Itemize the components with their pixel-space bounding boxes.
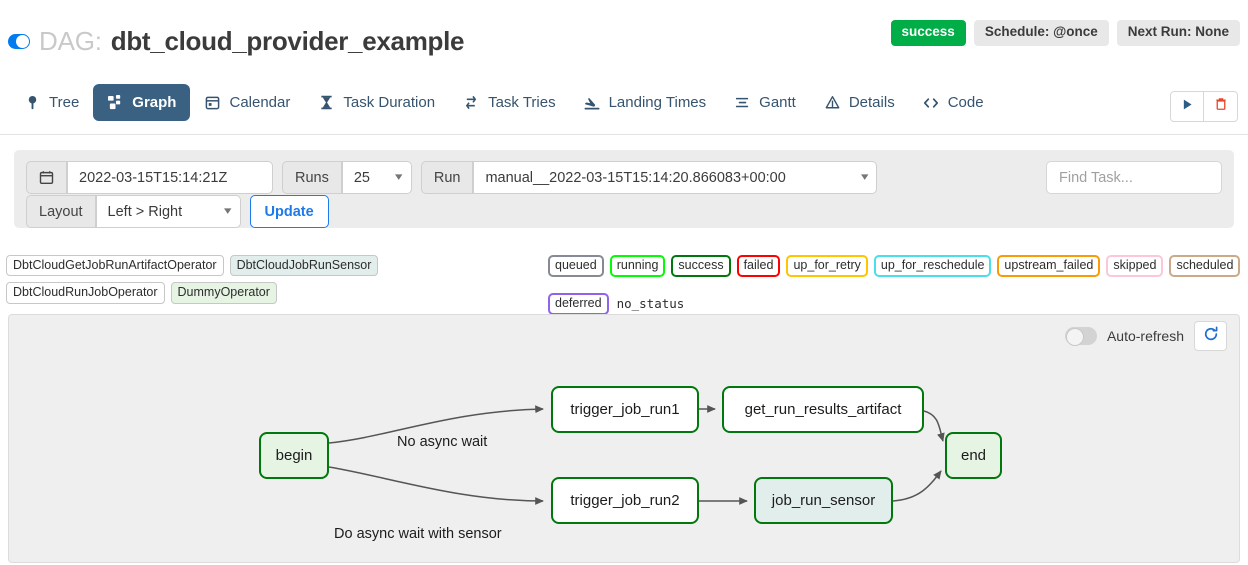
run-select-value: manual__2022-03-15T15:14:20.866083+00:00 — [485, 169, 786, 186]
toolbar-row-layout: Layout Left > Right ▾ Update — [26, 195, 329, 228]
run-select[interactable]: manual__2022-03-15T15:14:20.866083+00:00… — [473, 161, 878, 194]
dag-label: DAG: — [39, 26, 102, 56]
dag-filter-toolbar: 2022-03-15T15:14:21Z Runs 25 ▾ Run manua… — [14, 150, 1234, 228]
status-legend-pill[interactable]: queued — [548, 255, 604, 277]
tab-gantt[interactable]: Gantt — [720, 84, 810, 121]
refresh-button[interactable] — [1194, 321, 1227, 351]
status-legend-pill[interactable]: up_for_reschedule — [873, 255, 992, 277]
dag-name: dbt_cloud_provider_example — [110, 26, 465, 56]
dag-node-get_run_results_artifact[interactable]: get_run_results_artifact — [722, 386, 924, 433]
tab-label: Code — [947, 94, 984, 111]
status-legend-pill[interactable]: upstream_failed — [997, 255, 1101, 277]
tab-label: Tree — [49, 94, 80, 111]
dag-graph-panel: Auto-refresh begin trigger_job_run1 get_ru… — [8, 314, 1240, 563]
dag-tabs: Tree Graph Calendar Task Duration Task T — [10, 84, 998, 121]
operator-legend-pill[interactable]: DbtCloudGetJobRunArtifactOperator — [6, 255, 224, 277]
layout-select[interactable]: Left > Right ▾ — [95, 195, 241, 228]
gantt-icon — [734, 94, 751, 111]
play-icon — [1181, 98, 1194, 116]
runs-group: Runs 25 ▾ — [282, 161, 412, 194]
find-task-input[interactable]: Find Task... — [1046, 161, 1222, 194]
dag-edges — [328, 405, 945, 505]
tree-icon — [24, 94, 41, 111]
chevron-down-icon: ▾ — [224, 205, 232, 217]
operator-legend-pill[interactable]: DummyOperator — [170, 282, 277, 304]
auto-refresh-label: Auto-refresh — [1106, 328, 1184, 344]
tab-code[interactable]: Code — [909, 84, 998, 121]
layout-label: Layout — [26, 195, 96, 228]
tab-label: Task Tries — [488, 94, 556, 111]
dag-node-job_run_sensor[interactable]: job_run_sensor — [754, 477, 893, 524]
status-badge: success — [890, 20, 966, 46]
toolbar-row-primary: 2022-03-15T15:14:21Z Runs 25 ▾ Run manua… — [26, 161, 878, 194]
status-legend-pill[interactable]: failed — [736, 255, 781, 277]
calendar-icon[interactable] — [26, 161, 67, 194]
tab-label: Task Duration — [343, 94, 436, 111]
dag-action-buttons — [1170, 91, 1238, 122]
calendar-icon — [204, 94, 221, 111]
runs-label: Runs — [282, 161, 342, 194]
tab-calendar[interactable]: Calendar — [190, 84, 304, 121]
chevron-down-icon: ▾ — [395, 171, 403, 183]
status-legend-pill[interactable]: running — [609, 255, 666, 277]
dag-header: DAG: dbt_cloud_provider_example success … — [0, 0, 1248, 72]
tab-landing-times[interactable]: Landing Times — [570, 84, 721, 121]
run-group: Run manual__2022-03-15T15:14:20.866083+0… — [420, 161, 878, 194]
tab-label: Details — [848, 94, 895, 111]
update-button[interactable]: Update — [249, 195, 329, 228]
status-legend-pill[interactable]: deferred — [548, 293, 609, 315]
header-badges: success Schedule: @once Next Run: None — [890, 20, 1240, 46]
chevron-down-icon: ▾ — [860, 171, 869, 183]
operator-legend-pill[interactable]: DbtCloudRunJobOperator — [6, 282, 165, 304]
auto-refresh-controls: Auto-refresh — [1064, 321, 1227, 351]
trigger-dag-button[interactable] — [1170, 91, 1204, 122]
retry-icon — [463, 94, 480, 111]
tab-label: Graph — [132, 94, 177, 111]
dag-node-trigger_job_run2[interactable]: trigger_job_run2 — [551, 477, 699, 524]
layout-group: Layout Left > Right ▾ — [26, 195, 241, 228]
dag-node-trigger_job_run1[interactable]: trigger_job_run1 — [551, 386, 699, 433]
status-legend-pill[interactable]: success — [671, 255, 731, 277]
run-label: Run — [420, 161, 474, 194]
no-status-label: no_status — [616, 296, 685, 311]
auto-refresh-toggle[interactable] — [1064, 327, 1097, 346]
runs-select-value: 25 — [353, 169, 370, 186]
code-icon — [923, 94, 940, 111]
legend-line-break — [548, 283, 1242, 287]
status-legend-pill[interactable]: skipped — [1106, 255, 1164, 277]
page-title: DAG: dbt_cloud_provider_example — [8, 26, 464, 57]
hourglass-icon — [318, 94, 335, 111]
runs-select[interactable]: 25 ▾ — [341, 161, 412, 194]
trash-icon — [1214, 97, 1228, 116]
base-date-input[interactable]: 2022-03-15T15:14:21Z — [67, 161, 273, 194]
dag-edge-label: Do async wait with sensor — [334, 526, 502, 542]
status-legend-pill[interactable]: up_for_retry — [786, 255, 868, 277]
dag-node-end[interactable]: end — [945, 432, 1002, 479]
triangle-info-icon — [824, 94, 841, 111]
tab-task-tries[interactable]: Task Tries — [449, 84, 570, 121]
schedule-badge[interactable]: Schedule: @once — [973, 20, 1109, 46]
delete-dag-button[interactable] — [1204, 91, 1238, 122]
tab-details[interactable]: Details — [810, 84, 909, 121]
status-legend-pill[interactable]: scheduled — [1169, 255, 1241, 277]
landing-icon — [584, 94, 601, 111]
tab-label: Gantt — [759, 94, 796, 111]
operator-legend-pill[interactable]: DbtCloudJobRunSensor — [229, 255, 379, 277]
refresh-icon — [1203, 325, 1219, 347]
dag-tabs-bar: Tree Graph Calendar Task Duration Task T — [0, 78, 1248, 135]
tab-label: Calendar — [229, 94, 291, 111]
dag-node-begin[interactable]: begin — [259, 432, 329, 479]
graph-icon — [107, 94, 124, 111]
dag-edge-label: No async wait — [397, 434, 488, 450]
tab-label: Landing Times — [608, 94, 707, 111]
tab-graph[interactable]: Graph — [93, 84, 191, 121]
tab-tree[interactable]: Tree — [10, 84, 93, 121]
base-date-group: 2022-03-15T15:14:21Z — [26, 161, 273, 194]
next-run-badge[interactable]: Next Run: None — [1116, 20, 1240, 46]
tab-task-duration[interactable]: Task Duration — [304, 84, 449, 121]
layout-select-value: Left > Right — [107, 203, 183, 220]
dag-pause-toggle[interactable] — [8, 34, 30, 49]
